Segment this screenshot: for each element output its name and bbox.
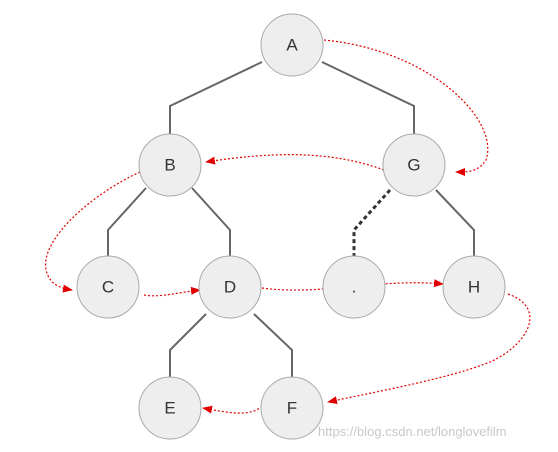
node-B: B <box>138 133 202 197</box>
edge-D-E <box>169 313 207 382</box>
tree-nodes: A B G C D . H E <box>76 13 506 440</box>
node-H-label: H <box>468 278 480 297</box>
node-dot: . <box>322 255 386 319</box>
edge-D-F <box>253 313 293 382</box>
node-G-label: G <box>407 156 420 175</box>
arrow-G-to-B <box>205 154 385 171</box>
traversal-arrows <box>44 39 531 414</box>
node-A-label: A <box>286 36 298 55</box>
edge-B-C <box>107 187 147 262</box>
arrow-A-to-G <box>323 39 489 176</box>
node-D: D <box>198 255 262 319</box>
arrow-F-to-E <box>202 405 263 414</box>
arrow-C-to-D <box>143 286 201 297</box>
edge-A-B <box>169 61 263 140</box>
edge-B-D <box>191 187 231 262</box>
node-E: E <box>138 376 202 440</box>
node-F: F <box>260 376 324 440</box>
node-C-label: C <box>102 278 114 297</box>
arrow-H-to-F <box>327 293 531 405</box>
node-E-label: E <box>164 399 175 418</box>
watermark-text: https://blog.csdn.net/longlovefilm <box>318 424 507 439</box>
arrow-B-to-C <box>44 171 141 293</box>
edge-G-H <box>435 189 475 262</box>
node-G: G <box>382 133 446 197</box>
edge-G-dot <box>352 188 392 262</box>
node-A: A <box>260 13 324 77</box>
tree-edges <box>107 61 475 382</box>
edge-A-G <box>321 61 415 140</box>
node-H: H <box>442 255 506 319</box>
node-C: C <box>76 255 140 319</box>
node-dot-label: . <box>352 278 357 297</box>
node-D-label: D <box>224 278 236 297</box>
node-B-label: B <box>164 156 175 175</box>
node-F-label: F <box>287 399 297 418</box>
